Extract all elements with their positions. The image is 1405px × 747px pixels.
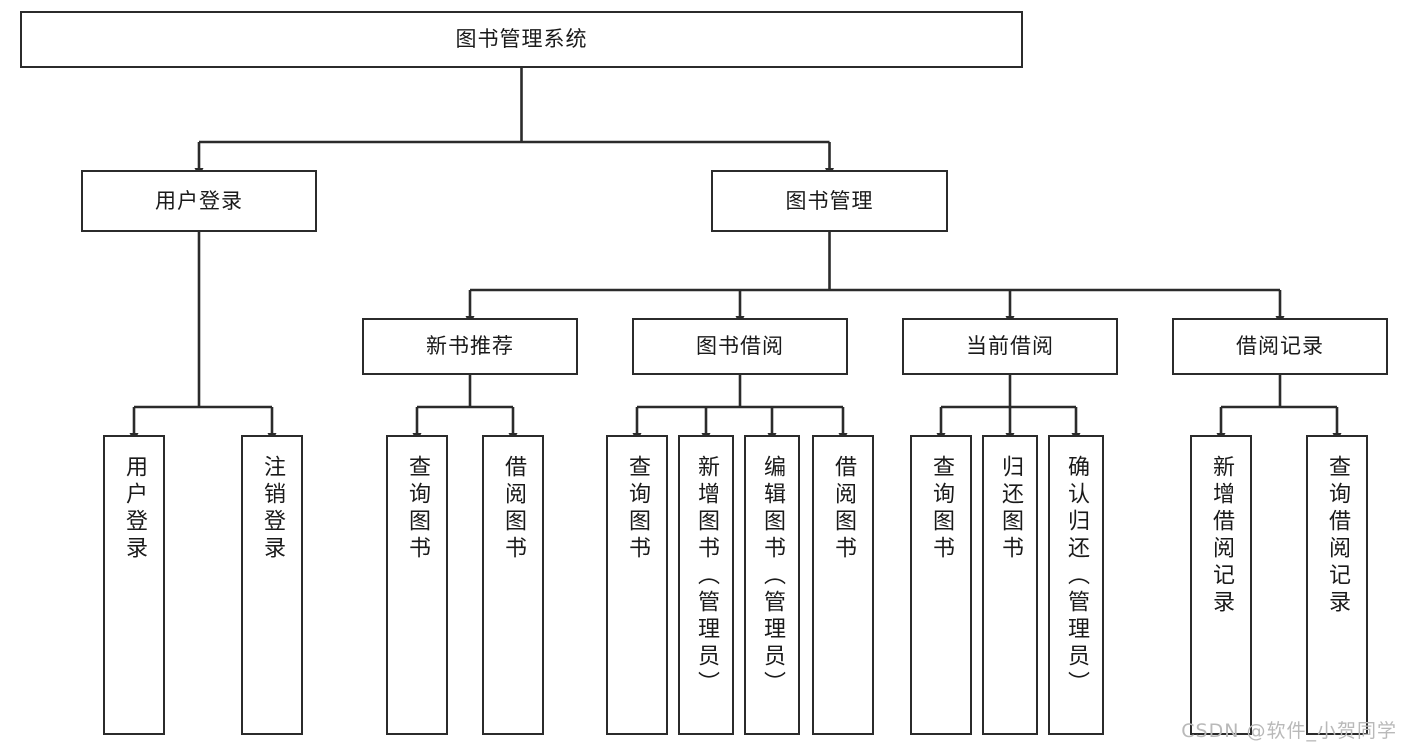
node-leaf-edit-book[interactable]: 编辑图书（管理员） bbox=[744, 435, 800, 735]
node-label-leaf-add-record: 新增借阅记录 bbox=[1209, 455, 1234, 617]
node-leaf-logout[interactable]: 注销登录 bbox=[241, 435, 303, 735]
node-current-borrow[interactable]: 当前借阅 bbox=[902, 318, 1118, 375]
node-label-borrow-record: 借阅记录 bbox=[1236, 334, 1324, 359]
node-label-leaf-borrow-book-2: 借阅图书 bbox=[831, 455, 856, 563]
node-leaf-user-login[interactable]: 用户登录 bbox=[103, 435, 165, 735]
node-label-leaf-query-book-1: 查询图书 bbox=[405, 455, 430, 563]
node-leaf-borrow-book-2[interactable]: 借阅图书 bbox=[812, 435, 874, 735]
node-label-leaf-confirm-return: 确认归还（管理员） bbox=[1064, 455, 1089, 698]
node-label-leaf-borrow-book-1: 借阅图书 bbox=[501, 455, 526, 563]
node-label-user-login: 用户登录 bbox=[155, 188, 243, 213]
node-label-new-book-recommend: 新书推荐 bbox=[426, 334, 514, 359]
node-label-leaf-logout: 注销登录 bbox=[260, 455, 285, 563]
node-leaf-query-record[interactable]: 查询借阅记录 bbox=[1306, 435, 1368, 735]
node-label-leaf-query-book-3: 查询图书 bbox=[929, 455, 954, 563]
node-leaf-borrow-book-1[interactable]: 借阅图书 bbox=[482, 435, 544, 735]
node-leaf-confirm-return[interactable]: 确认归还（管理员） bbox=[1048, 435, 1104, 735]
node-label-leaf-query-book-2: 查询图书 bbox=[625, 455, 650, 563]
node-label-leaf-add-book: 新增图书（管理员） bbox=[694, 455, 719, 698]
node-label-book-borrow: 图书借阅 bbox=[696, 334, 784, 359]
node-leaf-add-book[interactable]: 新增图书（管理员） bbox=[678, 435, 734, 735]
node-leaf-query-book-2[interactable]: 查询图书 bbox=[606, 435, 668, 735]
node-label-leaf-return-book: 归还图书 bbox=[998, 455, 1023, 563]
node-leaf-query-book-3[interactable]: 查询图书 bbox=[910, 435, 972, 735]
node-new-book-recommend[interactable]: 新书推荐 bbox=[362, 318, 578, 375]
node-book-borrow[interactable]: 图书借阅 bbox=[632, 318, 848, 375]
node-label-leaf-edit-book: 编辑图书（管理员） bbox=[760, 455, 785, 698]
node-book-manage[interactable]: 图书管理 bbox=[711, 170, 948, 232]
watermark-text: CSDN @软件_小贺同学 bbox=[1181, 720, 1397, 742]
node-label-leaf-query-record: 查询借阅记录 bbox=[1325, 455, 1350, 617]
node-leaf-return-book[interactable]: 归还图书 bbox=[982, 435, 1038, 735]
node-label-root: 图书管理系统 bbox=[455, 27, 588, 52]
node-borrow-record[interactable]: 借阅记录 bbox=[1172, 318, 1388, 375]
node-user-login[interactable]: 用户登录 bbox=[81, 170, 317, 232]
node-leaf-query-book-1[interactable]: 查询图书 bbox=[386, 435, 448, 735]
node-label-book-manage: 图书管理 bbox=[785, 188, 874, 213]
node-leaf-add-record[interactable]: 新增借阅记录 bbox=[1190, 435, 1252, 735]
node-label-current-borrow: 当前借阅 bbox=[966, 334, 1054, 359]
node-label-leaf-user-login: 用户登录 bbox=[122, 455, 147, 563]
node-root[interactable]: 图书管理系统 bbox=[20, 11, 1023, 68]
